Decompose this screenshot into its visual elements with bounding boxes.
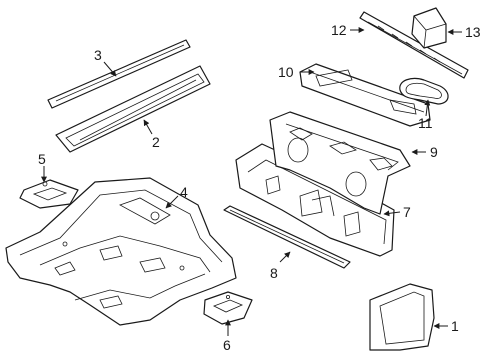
callout-11: 11 [418, 115, 433, 131]
callout-4: 4 [180, 184, 188, 200]
leader-lines [41, 27, 462, 336]
part-9-shelf [269, 111, 411, 215]
part-12-rail [359, 11, 469, 79]
callout-10: 10 [278, 64, 294, 80]
part-2-trim-panel [55, 65, 211, 153]
leader-7 [383, 210, 401, 217]
callout-9: 9 [430, 144, 438, 160]
part-6-panel [203, 291, 253, 325]
callout-5: 5 [38, 151, 46, 167]
callout-labels: 3 2 5 4 6 8 7 9 10 11 12 13 1 [38, 22, 481, 353]
callout-7: 7 [403, 204, 411, 220]
callout-1: 1 [451, 318, 459, 334]
leader-2 [143, 119, 153, 135]
callout-3: 3 [94, 47, 102, 63]
part-4-floor-carpet [5, 177, 237, 326]
callout-6: 6 [223, 337, 231, 353]
part-11-grille [399, 77, 449, 105]
part-8-bar [223, 205, 351, 269]
callout-8: 8 [270, 265, 278, 281]
part-5-pad [19, 179, 79, 209]
leader-11 [424, 99, 431, 117]
leader-8 [279, 251, 291, 263]
callout-2: 2 [152, 134, 160, 150]
callout-12: 12 [331, 22, 347, 38]
leader-4 [165, 195, 179, 209]
part-10-package-tray [299, 63, 431, 127]
leader-3 [103, 61, 117, 77]
part-1-corner-trim [369, 283, 435, 351]
part-13-box [411, 7, 447, 49]
callout-13: 13 [465, 24, 481, 40]
part-3-molding [47, 39, 191, 109]
